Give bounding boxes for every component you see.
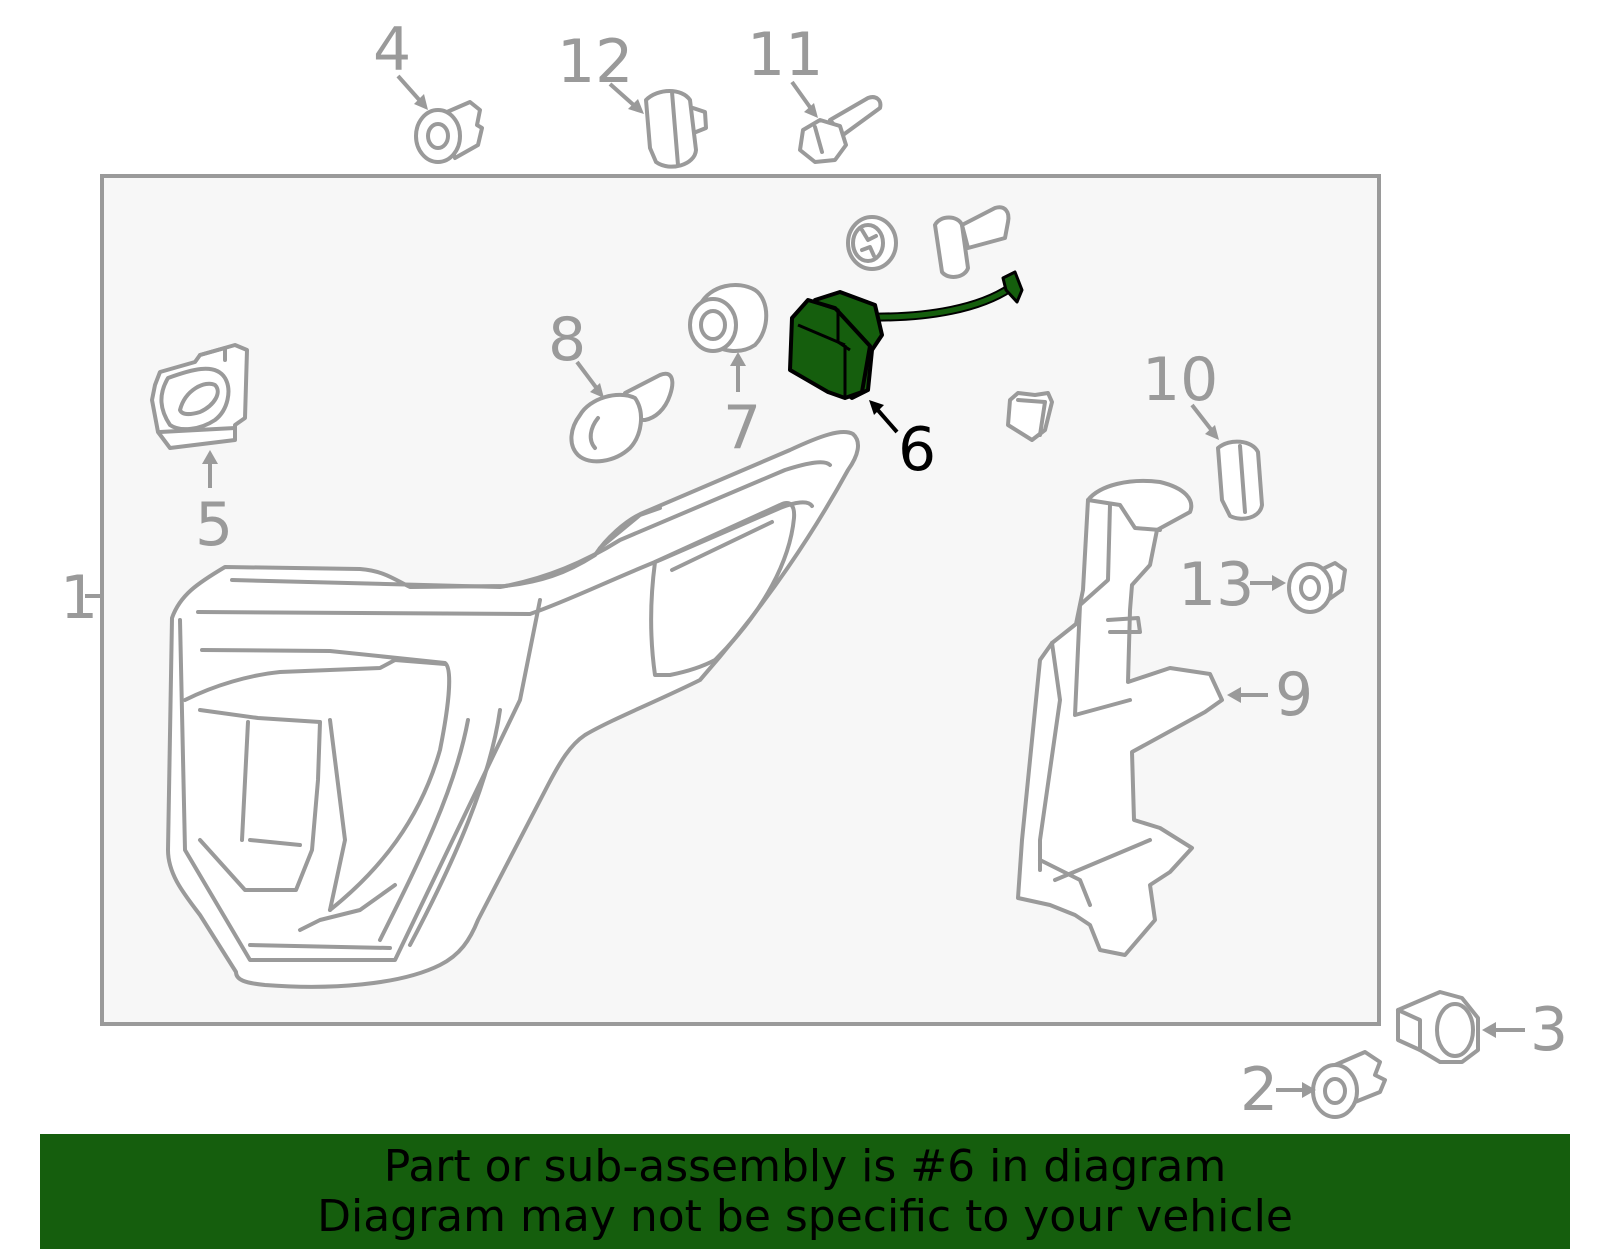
callout-2-label: 2 [1240,1055,1278,1125]
part-2-push-clip[interactable] [1311,1050,1387,1119]
part-1-headlamp-assembly[interactable] [166,429,861,989]
callout-7-label: 7 [723,393,761,463]
callout-2[interactable]: 2 [1240,1055,1316,1125]
part-10-plug[interactable] [1216,439,1264,521]
callout-6-label: 6 [898,415,936,485]
part-5-bracket[interactable] [150,343,249,450]
part-13-push-clip[interactable] [1287,561,1347,614]
callout-12[interactable]: 12 [557,27,644,114]
callout-10[interactable]: 10 [1142,345,1219,440]
callout-3[interactable]: 3 [1482,995,1568,1065]
callout-4[interactable]: 4 [373,15,428,110]
part-11-bolt[interactable] [798,95,883,164]
callout-13-label: 13 [1178,550,1254,620]
part-9-support-bracket[interactable] [1016,478,1224,957]
part-7-bulb-socket[interactable] [688,283,769,353]
callout-10-label: 10 [1142,345,1218,415]
callout-9[interactable]: 9 [1227,660,1313,730]
part-4-push-clip[interactable] [414,100,484,164]
part-8-bulb[interactable] [569,371,675,464]
callout-3-label: 3 [1530,995,1568,1065]
callout-7[interactable]: 7 [723,352,761,463]
callout-11-label: 11 [747,20,823,90]
footer-line-1: Part or sub-assembly is #6 in diagram [383,1141,1227,1192]
callout-8[interactable]: 8 [548,305,604,398]
part-12-plug[interactable] [644,89,708,169]
callout-9-label: 9 [1275,660,1313,730]
callout-5[interactable]: 5 [195,450,233,560]
callout-1[interactable]: 1 [60,563,102,633]
clip-part [933,205,1011,279]
part-3-nut-bracket[interactable] [1396,990,1480,1064]
callout-13[interactable]: 13 [1178,550,1286,620]
grommet-part [846,215,898,271]
callout-6[interactable]: 6 [869,400,936,485]
part-6-socket-wiring[interactable] [788,270,1024,400]
callout-4-label: 4 [373,15,411,85]
callout-5-label: 5 [195,490,233,560]
footer-line-2: Diagram may not be specific to your vehi… [317,1191,1293,1242]
footer-banner: Part or sub-assembly is #6 in diagram Di… [40,1134,1570,1249]
callout-11[interactable]: 11 [747,20,823,118]
retainer-part [1006,391,1054,442]
callout-12-label: 12 [557,27,633,97]
